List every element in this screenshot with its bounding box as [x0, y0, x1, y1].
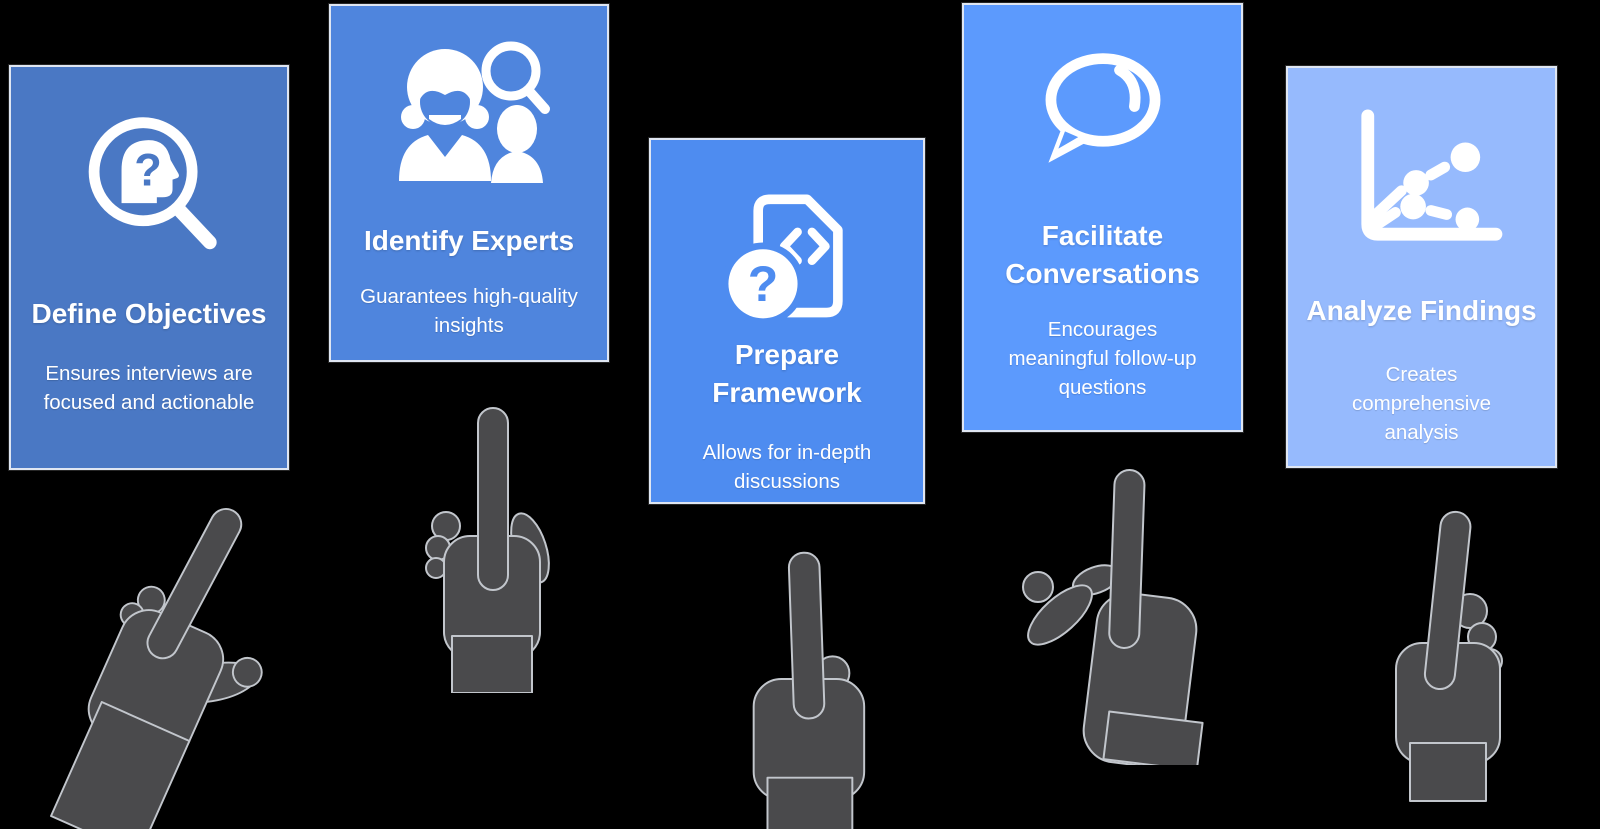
card-title: Facilitate Conversations — [1005, 220, 1200, 289]
svg-text:?: ? — [748, 256, 779, 312]
scatter-chart-icon — [1338, 106, 1506, 246]
document-code-question-icon: ? — [712, 182, 862, 326]
card-title: Analyze Findings — [1306, 295, 1537, 326]
card-define-objectives: ? Define Objectives Ensures interviews a… — [9, 65, 289, 470]
card-analyze-findings: Analyze Findings Creates comprehensive a… — [1286, 66, 1557, 468]
card-description: Encourages meaningful follow-up question… — [1008, 317, 1197, 399]
head-question-magnifier-icon: ? — [70, 107, 228, 259]
card-description: Creates comprehensive analysis — [1351, 362, 1491, 445]
card-title: Define Objectives — [31, 298, 267, 329]
speech-bubble-icon — [1013, 47, 1193, 171]
card-prepare-framework: ? Prepare Framework Allows for in-depth … — [649, 138, 925, 504]
pointing-hand-5 — [1358, 503, 1518, 803]
card-description: Guarantees high-quality insights — [360, 284, 578, 337]
card-identify-experts: Identify Experts Guarantees high-quality… — [329, 4, 609, 362]
card-description: Allows for in-depth discussions — [702, 440, 872, 493]
card-description: Ensures interviews are focused and actio… — [43, 361, 255, 414]
card-title: Identify Experts — [363, 225, 575, 256]
card-title: Prepare Framework — [712, 339, 862, 408]
svg-text:?: ? — [134, 144, 162, 195]
pointing-hand-1 — [48, 498, 298, 829]
pointing-hand-3 — [703, 533, 903, 829]
pointing-hand-2 — [408, 398, 568, 693]
pointing-hand-4 — [1008, 455, 1218, 765]
people-magnifier-icon — [383, 30, 555, 183]
card-facilitate-conversations: Facilitate Conversations Encourages mean… — [962, 3, 1243, 432]
